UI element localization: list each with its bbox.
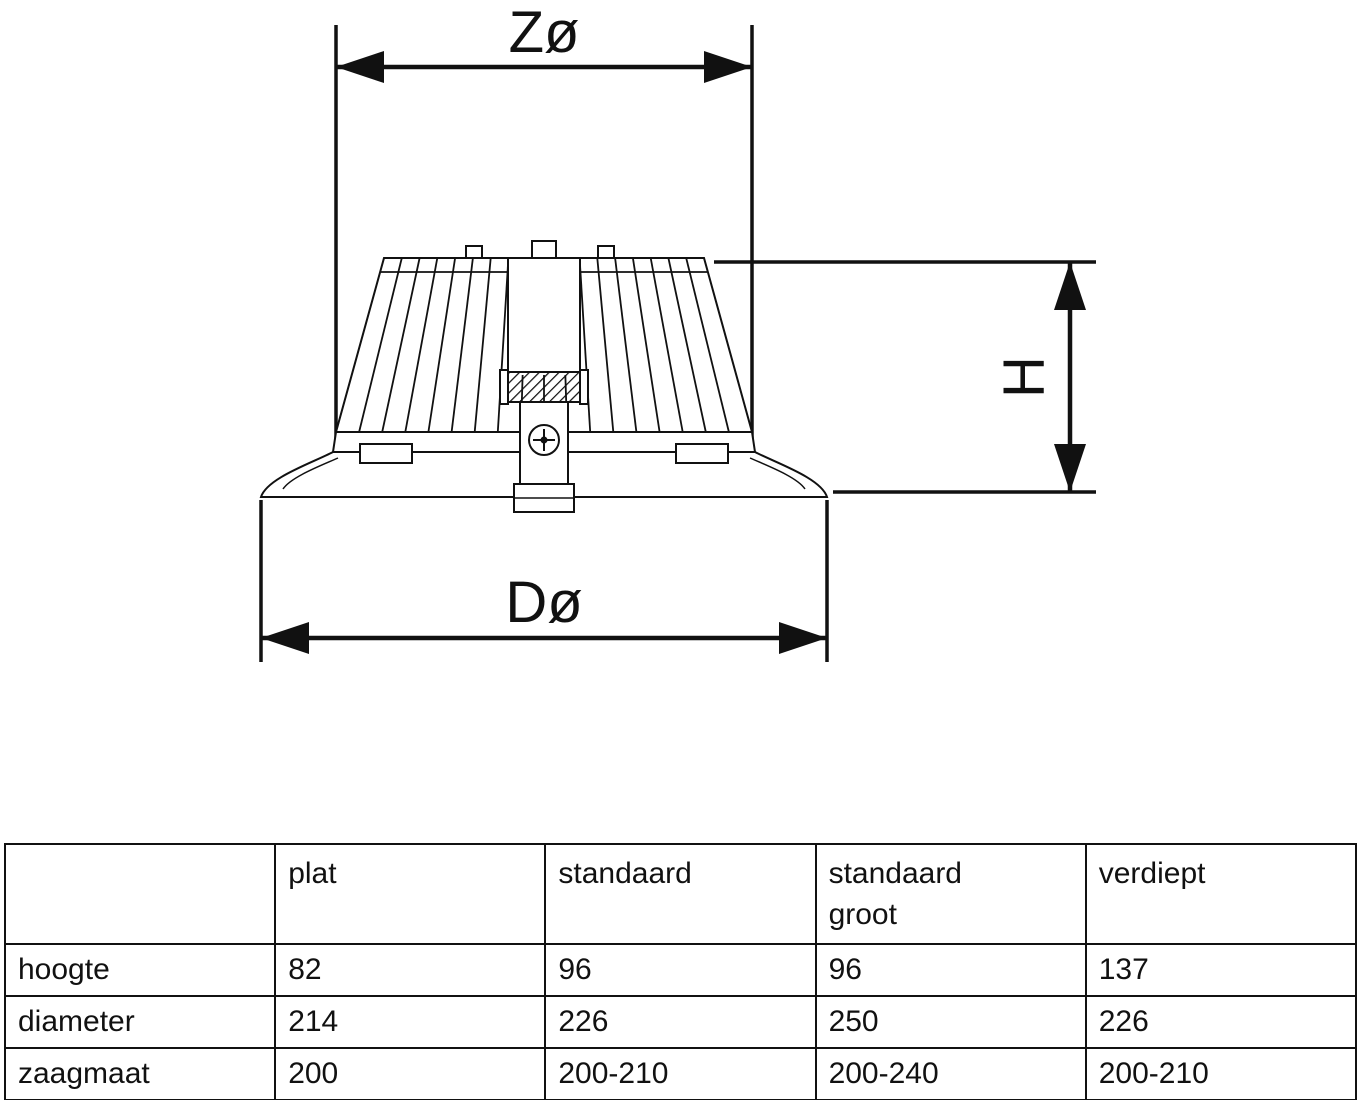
screw-center bbox=[540, 436, 548, 444]
column-header-standaard: standaard bbox=[544, 842, 817, 946]
technical-drawing: Zø H Dø bbox=[259, 0, 1096, 662]
column-header-label: standaard bbox=[558, 857, 692, 890]
dimension-outer-diameter bbox=[259, 500, 829, 662]
flange-inner-line-right bbox=[749, 457, 806, 490]
column-header-verdiept: verdiept bbox=[1084, 842, 1358, 946]
column-header-label: verdiept bbox=[1098, 857, 1206, 890]
cell-zaagmaat-standaard-groot: 200-240 bbox=[814, 1047, 1087, 1100]
top-connector bbox=[465, 245, 483, 259]
clip-catch-left bbox=[359, 443, 413, 464]
label-height: H bbox=[992, 356, 1057, 398]
arrowhead-left-icon bbox=[336, 51, 384, 83]
table-row-diameter: diameter 214 226 250 226 bbox=[3, 995, 1358, 1050]
table-corner-cell bbox=[3, 842, 277, 946]
cell-hoogte-standaard: 96 bbox=[544, 943, 817, 998]
spring-end-cap-right bbox=[579, 369, 589, 405]
spring-coil bbox=[506, 371, 582, 403]
top-connector-2 bbox=[597, 245, 615, 259]
label-cutout-diameter: Zø bbox=[509, 0, 580, 65]
cell-diameter-plat: 214 bbox=[274, 995, 547, 1050]
cell-hoogte-verdiept: 137 bbox=[1084, 943, 1358, 998]
cell-zaagmaat-verdiept: 200-210 bbox=[1084, 1047, 1358, 1100]
column-header-label: plat bbox=[288, 857, 337, 890]
cell-zaagmaat-standaard: 200-210 bbox=[544, 1047, 817, 1100]
cable-gland bbox=[531, 240, 557, 259]
clip-catch-right bbox=[675, 443, 729, 464]
dimension-height bbox=[714, 260, 1096, 494]
column-header-plat: plat bbox=[274, 842, 547, 946]
column-header-standaard-groot: standaard groot bbox=[814, 842, 1087, 946]
table-row-zaagmaat: zaagmaat 200 200-210 200-240 200-210 bbox=[3, 1047, 1358, 1100]
arrowhead-right-icon bbox=[779, 622, 827, 654]
spring-end-cap-left bbox=[499, 369, 509, 405]
flange-inner-line-left bbox=[282, 457, 339, 490]
arrowhead-down-icon bbox=[1054, 444, 1086, 492]
cell-hoogte-plat: 82 bbox=[274, 943, 547, 998]
cell-hoogte-standaard-groot: 96 bbox=[814, 943, 1087, 998]
downlight-fixture bbox=[259, 240, 829, 513]
spring-clip bbox=[499, 369, 589, 513]
arrowhead-right-icon bbox=[704, 51, 752, 83]
row-label-hoogte: hoogte bbox=[3, 943, 277, 998]
row-label-zaagmaat: zaagmaat bbox=[3, 1047, 277, 1100]
dimension-cutout-diameter bbox=[334, 25, 754, 450]
cell-diameter-verdiept: 226 bbox=[1084, 995, 1358, 1050]
cell-zaagmaat-plat: 200 bbox=[274, 1047, 547, 1100]
table-row-hoogte: hoogte 82 96 96 137 bbox=[3, 943, 1358, 998]
label-outer-diameter: Dø bbox=[505, 570, 582, 635]
cell-diameter-standaard: 226 bbox=[544, 995, 817, 1050]
arrowhead-up-icon bbox=[1054, 262, 1086, 310]
row-label-diameter: diameter bbox=[3, 995, 277, 1050]
cell-diameter-standaard-groot: 250 bbox=[814, 995, 1087, 1050]
column-header-label: standaard groot bbox=[828, 857, 962, 932]
arrowhead-left-icon bbox=[261, 622, 309, 654]
table-header-row: plat standaard standaard groot verdiept bbox=[3, 842, 1358, 946]
dimensions-table: plat standaard standaard groot verdiept … bbox=[3, 842, 1358, 1100]
driver-housing bbox=[507, 259, 581, 375]
